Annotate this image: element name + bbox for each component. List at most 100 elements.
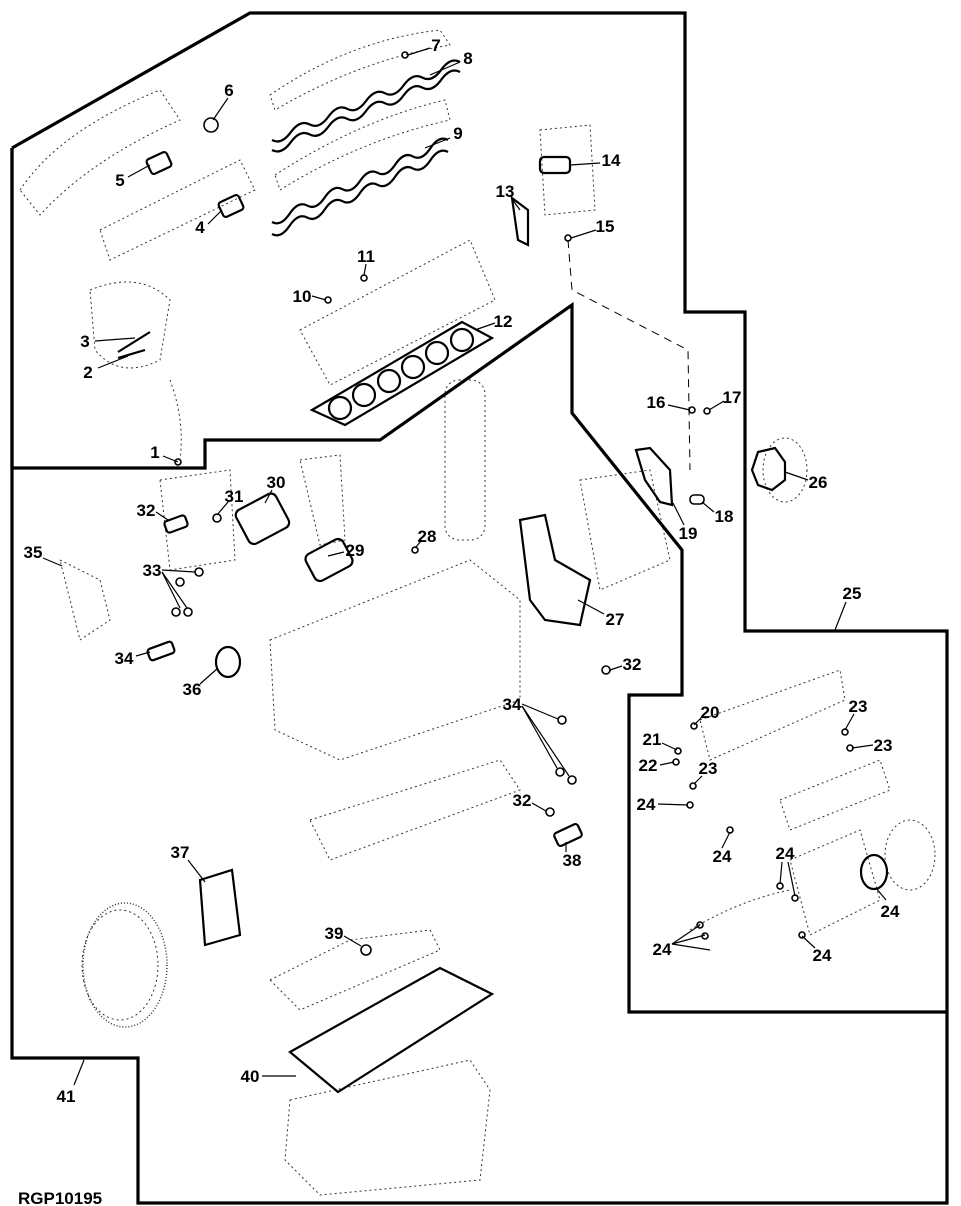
oil-pan-gasket-41 — [288, 966, 495, 1094]
injector-outline — [299, 454, 346, 546]
gasket-35 — [146, 640, 176, 662]
leader-line-24 — [671, 943, 711, 951]
callout-32: 32 — [137, 501, 156, 520]
callout-19: 19 — [679, 524, 698, 543]
o-ring-seal — [174, 458, 182, 466]
leader-line-2 — [97, 355, 129, 369]
cover-outline — [762, 437, 808, 503]
rocker-gasket-9-inner — [271, 149, 449, 237]
leader-line-18 — [701, 501, 715, 513]
outer-kit-boundary — [10, 11, 949, 1205]
gasket-4 — [217, 193, 245, 219]
leader-line-17 — [708, 400, 725, 411]
callout-26: 26 — [809, 473, 828, 492]
flywheel-housing-outline — [81, 909, 159, 1021]
callout-1: 1 — [150, 443, 159, 462]
water-outlet-outline — [539, 124, 596, 216]
leader-line-24 — [671, 934, 706, 945]
thermostat-housing-outline — [159, 469, 236, 571]
leader-line-25 — [834, 601, 847, 631]
o-ring-seal — [703, 407, 711, 415]
oil-line-outline — [169, 379, 182, 461]
leader-line-24 — [721, 831, 731, 849]
flywheel-housing-seal — [82, 902, 168, 1028]
fuel-injection-pump-outline — [789, 829, 881, 936]
water-pump-gasket-19 — [634, 446, 674, 507]
head-gasket-bore — [351, 382, 377, 408]
callout-37: 37 — [171, 843, 190, 862]
o-ring-seal — [171, 607, 181, 617]
callout-24: 24 — [653, 940, 672, 959]
leader-lines — [42, 47, 887, 1086]
leader-line-39 — [343, 935, 362, 947]
oil-pan-outline — [284, 1059, 491, 1196]
leader-line-33 — [161, 571, 188, 609]
callout-25: 25 — [843, 584, 862, 603]
callout-6: 6 — [224, 81, 233, 100]
leader-line-33 — [161, 569, 196, 573]
callout-32: 32 — [623, 655, 642, 674]
gasket-31 — [234, 492, 291, 546]
leader-line-22 — [659, 761, 675, 766]
callout-7: 7 — [431, 36, 440, 55]
crankshaft-outline — [309, 759, 521, 861]
o-ring-seal — [689, 782, 697, 790]
leader-line-8 — [429, 61, 461, 76]
gasket-5 — [145, 150, 173, 176]
o-ring-seal — [360, 944, 372, 956]
o-ring-seal — [212, 513, 222, 523]
head-gasket-bore — [424, 340, 450, 366]
callout-31: 31 — [225, 487, 244, 506]
leader-line-1 — [162, 455, 179, 463]
upper-kit-boundary — [10, 148, 947, 1014]
leader-line-7 — [407, 47, 431, 56]
o-ring-seal — [690, 722, 698, 730]
leader-line-32 — [609, 665, 623, 671]
callout-22: 22 — [639, 756, 658, 775]
leader-line-41 — [73, 1059, 85, 1086]
callout-20: 20 — [701, 703, 720, 722]
callout-16: 16 — [647, 393, 666, 412]
callout-4: 4 — [195, 218, 205, 237]
leader-line-24 — [779, 861, 783, 885]
cylinder-head-outline — [299, 239, 496, 386]
leader-line-15 — [570, 229, 597, 239]
callout-13: 13 — [496, 182, 515, 201]
leader-line-32 — [155, 511, 169, 521]
leader-line-20 — [693, 715, 704, 726]
callout-23: 23 — [874, 736, 893, 755]
callout-34: 34 — [115, 649, 134, 668]
leader-line-9 — [424, 137, 451, 149]
gaskets-and-seals — [82, 51, 889, 1094]
o-ring-seal — [696, 921, 704, 929]
head-gasket-bore — [376, 368, 402, 394]
leader-line-23 — [851, 744, 874, 749]
callout-35: 35 — [24, 543, 43, 562]
callout-8: 8 — [463, 49, 472, 68]
valve-cover-gasket-8 — [271, 59, 461, 143]
head-gasket-12 — [309, 320, 495, 427]
leader-line-34 — [521, 705, 570, 777]
callout-29: 29 — [346, 541, 365, 560]
valve-cover-gasket-8-inner — [271, 69, 461, 153]
callout-38: 38 — [563, 851, 582, 870]
callout-12: 12 — [494, 312, 513, 331]
callout-21: 21 — [643, 730, 662, 749]
o-ring-seal — [567, 775, 577, 785]
leader-line-19 — [672, 502, 685, 526]
leader-line-37 — [187, 859, 206, 883]
leader-line-10 — [311, 295, 327, 301]
callout-3: 3 — [80, 332, 89, 351]
leader-line-13 — [511, 198, 521, 211]
callout-28: 28 — [418, 527, 437, 546]
callout-23: 23 — [849, 697, 868, 716]
o-ring-seal — [557, 715, 567, 725]
gasket-33 — [163, 514, 189, 534]
callout-5: 5 — [115, 171, 124, 190]
leader-line-3 — [94, 337, 136, 342]
callout-36: 36 — [183, 680, 202, 699]
leader-line-34 — [135, 651, 151, 657]
leader-line-21 — [661, 742, 678, 751]
